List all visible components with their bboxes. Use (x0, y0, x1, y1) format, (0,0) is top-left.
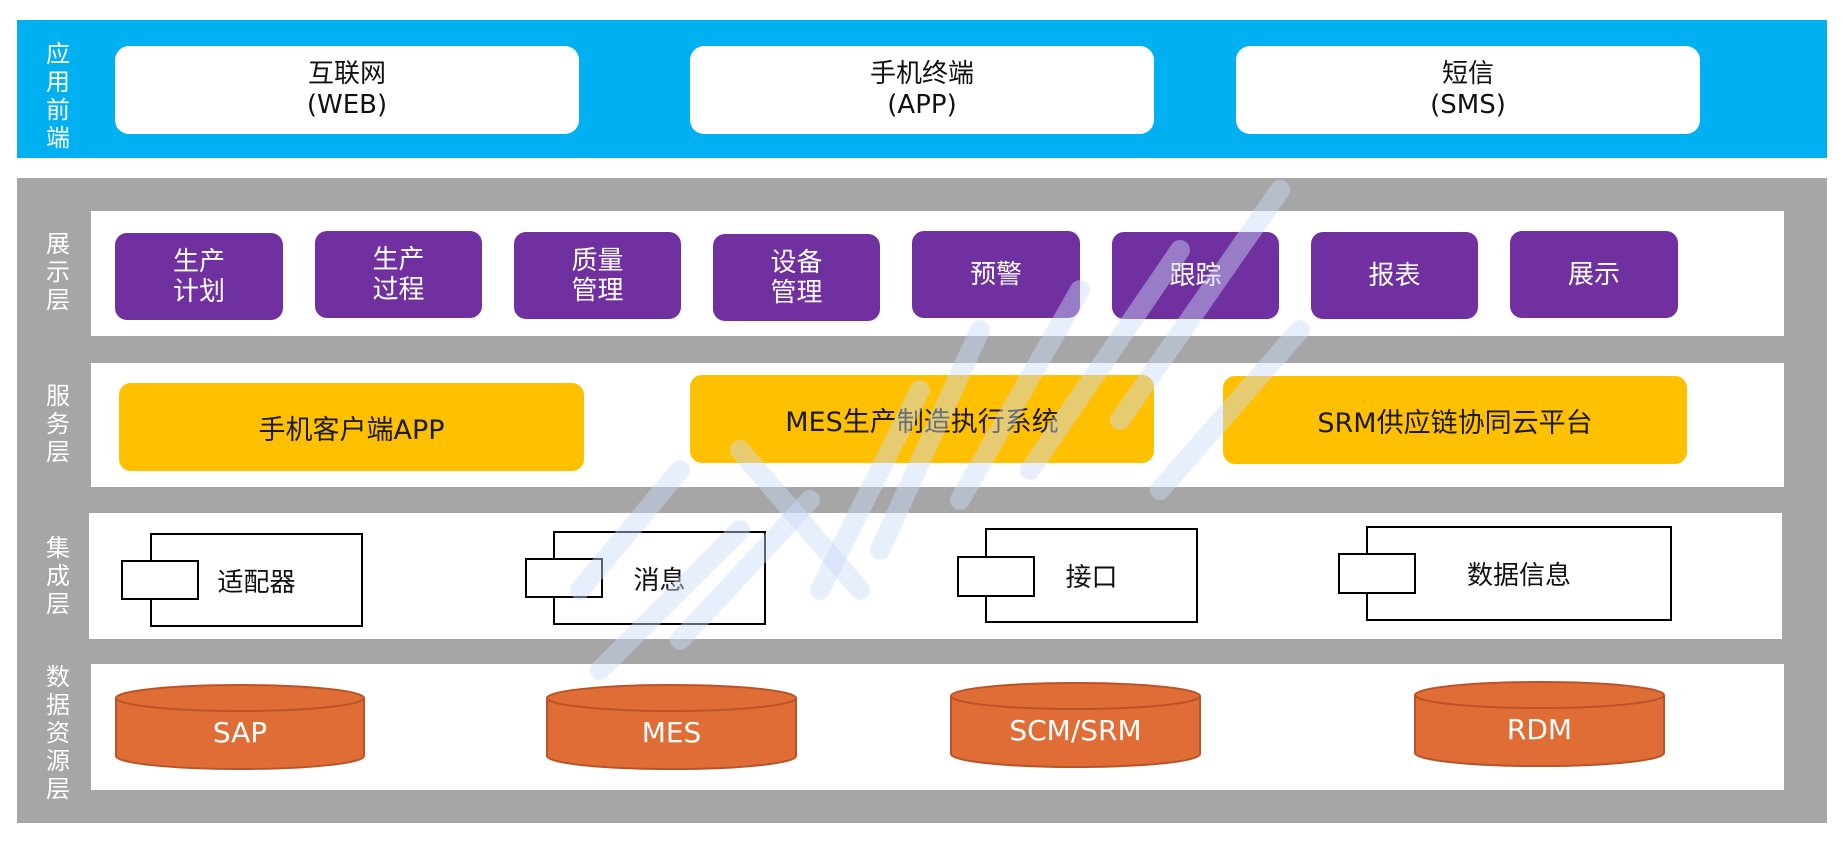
tile-early-warning: 预警 (912, 231, 1080, 318)
component-port-icon (957, 556, 1035, 597)
tile-quality-management: 质量管理 (514, 232, 681, 319)
presentation-layer-label: 展示层 (46, 230, 70, 314)
component-label: 接口 (1065, 563, 1118, 593)
database-label: SCM/SRM (1009, 714, 1142, 747)
tile-mes-system: MES生产制造执行系统 (690, 375, 1154, 463)
database-label: RDM (1506, 713, 1573, 746)
component-label: 适配器 (217, 567, 296, 598)
integration-layer-label: 集成层 (46, 534, 70, 618)
tile-equipment-management: 设备管理 (713, 234, 880, 321)
component-data-info: 数据信息 (1338, 526, 1672, 621)
component-port-icon (525, 558, 603, 598)
frontend-card-subtitle: (SMS) (1430, 90, 1506, 120)
frontend-card-sms: 短信 (SMS) (1236, 46, 1700, 134)
tile-production-process: 生产过程 (315, 231, 482, 318)
database-sap: SAP (115, 684, 365, 770)
database-cylinder-icon (950, 682, 1201, 769)
tile-srm-cloud-platform: SRM供应链协同云平台 (1223, 376, 1687, 464)
frontend-card-title: 手机终端 (869, 59, 974, 89)
tile-tracking: 跟踪 (1112, 232, 1279, 319)
database-rdm: RDM (1414, 681, 1665, 768)
service-layer-label: 服务层 (46, 382, 70, 466)
database-label: SAP (212, 716, 268, 749)
database-cylinder-icon (546, 684, 797, 771)
tile-reports: 报表 (1311, 232, 1478, 319)
component-message: 消息 (525, 531, 766, 625)
frontend-card-title: 短信 (1441, 59, 1494, 89)
frontend-label: 应用前端 (46, 40, 70, 152)
database-scm-srm: SCM/SRM (950, 682, 1201, 769)
frontend-card-subtitle: (APP) (887, 90, 957, 120)
tile-mobile-client-app: 手机客户端APP (119, 383, 584, 471)
component-label: 数据信息 (1466, 561, 1571, 591)
frontend-card-title: 互联网 (307, 59, 386, 89)
component-adapter: 适配器 (121, 533, 363, 627)
component-label: 消息 (633, 565, 686, 596)
component-port-icon (1338, 553, 1416, 594)
database-label: MES (641, 716, 702, 749)
component-port-icon (121, 560, 199, 600)
tile-production-plan: 生产计划 (115, 233, 283, 320)
tile-display: 展示 (1510, 231, 1678, 318)
frontend-card-web: 互联网 (WEB) (115, 46, 579, 134)
data-layer-label: 数据资源层 (46, 663, 70, 803)
database-mes: MES (546, 684, 797, 771)
database-cylinder-icon (115, 684, 365, 770)
frontend-card-subtitle: (WEB) (306, 90, 388, 120)
database-cylinder-icon (1414, 681, 1665, 768)
component-interface: 接口 (957, 528, 1198, 623)
frontend-card-app: 手机终端 (APP) (690, 46, 1154, 134)
